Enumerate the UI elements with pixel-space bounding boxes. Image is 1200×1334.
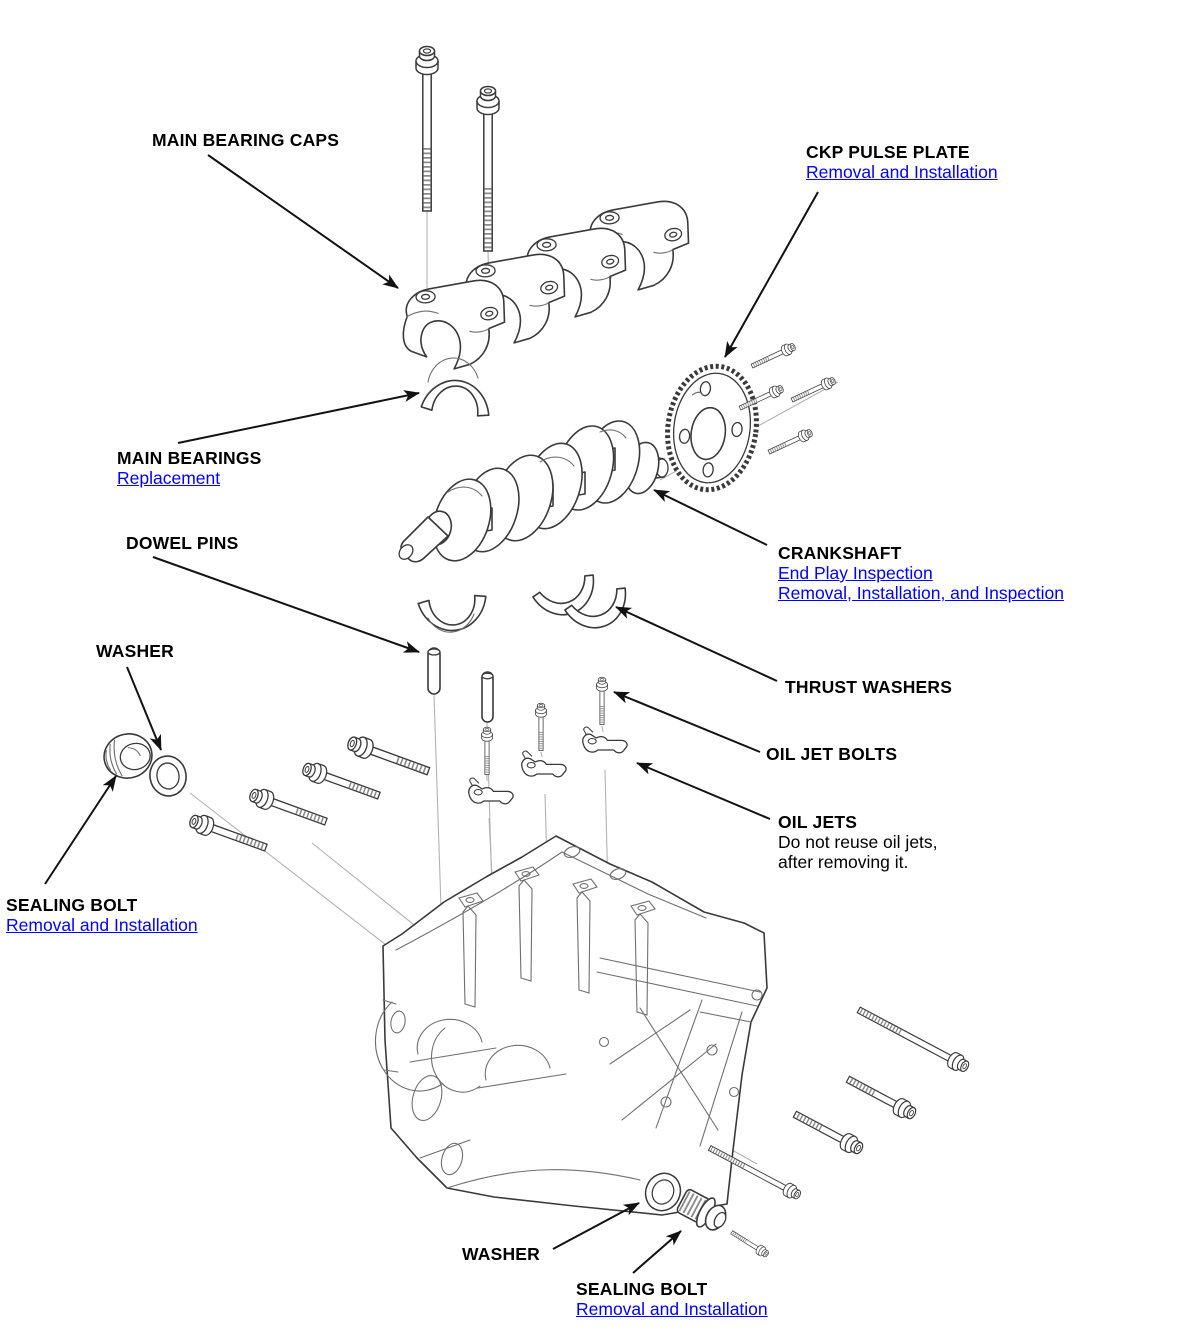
sealing-bolt-bottom-drawing: [676, 1188, 727, 1231]
part-name-main-bearing-caps: MAIN BEARING CAPS: [152, 130, 340, 150]
label-ckp-pulse-plate: CKP PULSE PLATE Removal and Installation: [806, 142, 998, 182]
part-name-thrust-washers: THRUST WASHERS: [785, 677, 953, 697]
label-oil-jet-bolts: OIL JET BOLTS: [766, 744, 897, 764]
oil-jets-note-line2: after removing it.: [778, 852, 909, 872]
label-crankshaft: CRANKSHAFT End Play Inspection Removal, …: [778, 543, 1064, 603]
part-name-ckp-pulse-plate: CKP PULSE PLATE: [806, 142, 970, 162]
block-side-bolts-left: [187, 733, 432, 857]
oil-jets-note-line1: Do not reuse oil jets,: [778, 832, 938, 852]
label-main-bearings: MAIN BEARINGS Replacement: [117, 448, 262, 488]
ckp-pulse-plate-drawing: [665, 363, 759, 493]
part-name-washer-bottom: WASHER: [462, 1244, 541, 1264]
engine-block-drawing: [374, 835, 768, 1216]
link-ckp-removal-and-installation[interactable]: Removal and Installation: [806, 162, 998, 182]
label-sealing-bolt-bottom: SEALING BOLT Removal and Installation: [576, 1279, 768, 1319]
label-sealing-bolt-left: SEALING BOLT Removal and Installation: [6, 895, 198, 935]
main-bearing-cap-bolts: [416, 47, 499, 252]
callout-arrows: [44, 154, 819, 1274]
dowel-pins-drawing: [427, 647, 494, 723]
link-sealing-bolt-bottom-removal-and-installation[interactable]: Removal and Installation: [576, 1299, 768, 1319]
label-washer-left: WASHER: [96, 641, 174, 661]
link-crankshaft-removal-installation-inspection[interactable]: Removal, Installation, and Inspection: [778, 583, 1064, 603]
link-crankshaft-end-play-inspection[interactable]: End Play Inspection: [778, 563, 933, 583]
link-sealing-bolt-left-removal-and-installation[interactable]: Removal and Installation: [6, 915, 198, 935]
part-name-dowel-pins: DOWEL PINS: [126, 533, 239, 553]
label-dowel-pins: DOWEL PINS: [126, 533, 239, 553]
label-main-bearing-caps: MAIN BEARING CAPS: [152, 130, 339, 150]
link-main-bearings-replacement[interactable]: Replacement: [117, 468, 221, 488]
part-name-oil-jets: OIL JETS: [778, 812, 858, 832]
crankshaft-drawing: [398, 420, 669, 563]
thrust-washers-drawing: [531, 572, 636, 638]
sealing-bolt-left-drawing: [103, 733, 153, 779]
part-name-main-bearings: MAIN BEARINGS: [117, 448, 262, 468]
main-bearing-upper-shell: [420, 357, 494, 418]
small-jet-bolt: [727, 1226, 773, 1261]
part-name-sealing-bolt-left: SEALING BOLT: [6, 895, 138, 915]
part-name-oil-jet-bolts: OIL JET BOLTS: [766, 744, 898, 764]
label-thrust-washers: THRUST WASHERS: [785, 677, 952, 697]
part-name-sealing-bolt-bottom: SEALING BOLT: [576, 1279, 708, 1299]
label-oil-jets: OIL JETS Do not reuse oil jets, after re…: [778, 812, 938, 872]
oil-jet-bolts-drawing: [479, 675, 610, 777]
part-name-crankshaft: CRANKSHAFT: [778, 543, 902, 563]
washer-left-drawing: [146, 752, 190, 800]
part-name-washer-left: WASHER: [96, 641, 175, 661]
main-bearing-lower-shell: [417, 593, 490, 635]
label-washer-bottom: WASHER: [462, 1244, 540, 1264]
main-bearing-caps: [400, 199, 691, 372]
